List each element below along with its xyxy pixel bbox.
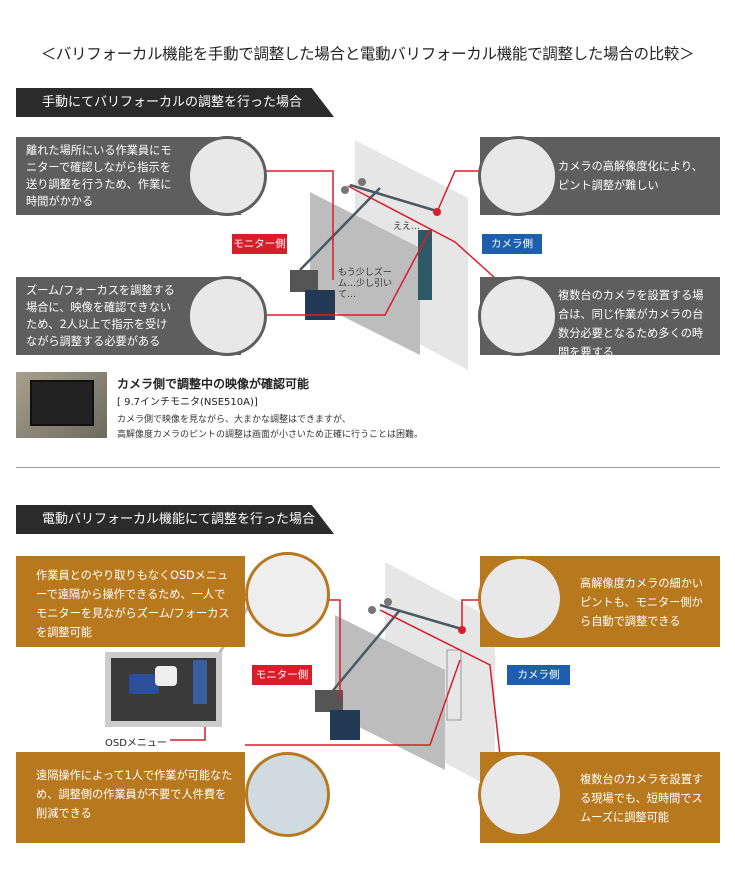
camera-closeup-circle-image-2 — [478, 556, 563, 641]
section-heading-electric: 電動バリフォーカル機能にて調整を行った場合 — [16, 505, 334, 534]
worker-phone-circle-image — [187, 276, 267, 356]
monitor-operator-circle-image — [187, 136, 267, 216]
osd-monitor-image — [105, 652, 222, 727]
electric-scene-illustration — [170, 562, 501, 790]
camera-side-label-2: カメラ側 — [507, 665, 570, 685]
speech-monitor: もう少しズーム…少し引いて… — [338, 268, 393, 300]
multiple-cameras-circle-image-2 — [478, 752, 563, 837]
product-desc-2: 高解像度カメラのピントの調整は画面が小さいため正確に行うことは困難。 — [117, 430, 424, 440]
product-title: カメラ側で調整中の映像が確認可能 — [117, 377, 310, 391]
osd-menu-label: OSDメニュー — [105, 738, 167, 749]
worker-free-circle-image — [245, 752, 330, 837]
camera-closeup-circle-image — [478, 136, 558, 216]
camera-side-label: カメラ側 — [482, 234, 542, 254]
tablet-monitor-photo — [16, 372, 107, 438]
speech-worker: ええ… — [393, 222, 421, 232]
monitor-side-label-2: モニター側 — [252, 665, 312, 685]
electric-note-one-person: 遠隔操作によって1人で作業が可能なため、調整側の作業員が不要で人件費を削減できる — [16, 752, 245, 843]
operator-osd-circle-image — [245, 552, 330, 637]
multiple-cameras-circle-image — [478, 276, 558, 356]
manual-scene-illustration — [265, 140, 496, 370]
electric-note-osd-remote: 作業員とのやり取りもなくOSDメニューで遠隔から操作できるため、一人でモニターを… — [16, 556, 245, 647]
product-desc-1: カメラ側で映像を見ながら、大まかな調整はできますが、 — [117, 415, 351, 425]
monitor-side-label: モニター側 — [232, 234, 287, 254]
section-divider — [16, 467, 720, 468]
page-title: ＜バリフォーカル機能を手動で調整した場合と電動バリフォーカル機能で調整した場合の… — [40, 45, 695, 63]
section-heading-manual: 手動にてバリフォーカルの調整を行った場合 — [16, 88, 334, 117]
product-model: [ 9.7インチモニタ(NSE510A)] — [117, 397, 258, 408]
